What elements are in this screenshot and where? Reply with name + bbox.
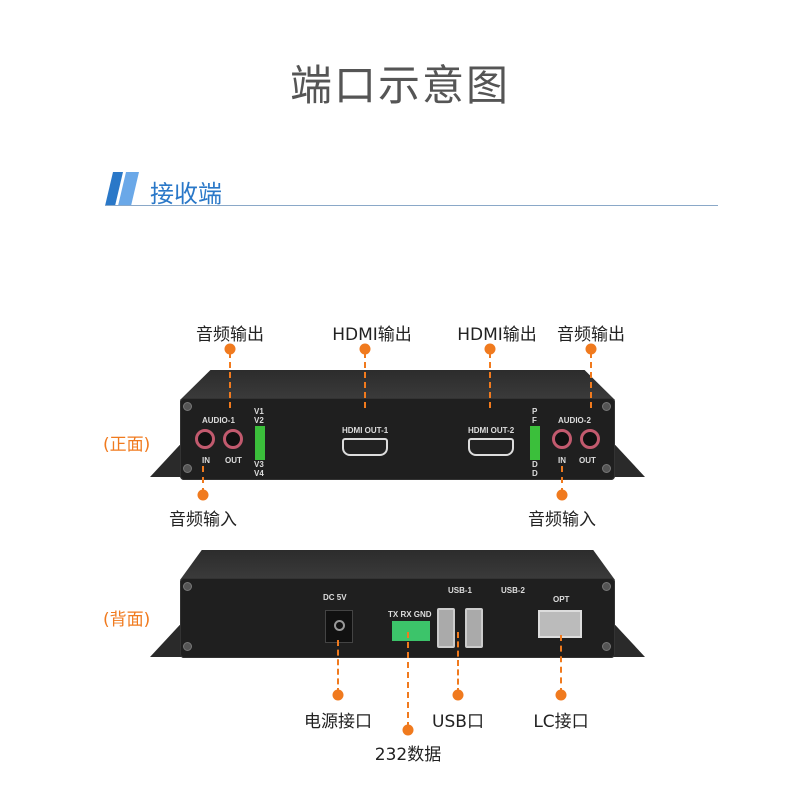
callout-hdmi-out-2: HDMI输出 [457, 325, 537, 345]
callout-dot [332, 689, 344, 701]
v2-label: V2 [254, 416, 264, 425]
audio2-out-jack [580, 429, 600, 449]
callout-line [229, 352, 231, 408]
front-side-label: (正面) [103, 435, 151, 455]
v3-label: V3 [254, 460, 264, 469]
audio1-out-jack [223, 429, 243, 449]
callout-line [489, 352, 491, 408]
out-label: OUT [225, 456, 242, 465]
audio1-label: AUDIO-1 [202, 416, 235, 425]
dc-power-jack [325, 610, 353, 643]
front-panel: AUDIO-1 IN OUT V1 V2 V3 V4 HDMI OUT-1 HD… [180, 398, 615, 480]
callout-line [590, 352, 592, 408]
hdmi1-label: HDMI OUT-1 [342, 426, 389, 435]
callout-audio-out-2: 音频输出 [557, 325, 625, 345]
callout-line [364, 352, 366, 408]
callout-dot [585, 343, 597, 355]
usb-port-2 [465, 608, 483, 648]
callout-line [560, 635, 562, 694]
callout-line [202, 466, 204, 494]
p-label: P [532, 407, 538, 416]
in-label: IN [202, 456, 210, 465]
f-label: F [532, 416, 537, 425]
callout-dot [402, 724, 414, 736]
usb2-label: USB-2 [501, 586, 526, 595]
audio1-in-jack [195, 429, 215, 449]
rs232-terminal [392, 621, 430, 641]
v4-label: V4 [254, 469, 264, 478]
device-top [180, 370, 615, 400]
lc-optical-port [538, 610, 582, 638]
callout-dot [555, 689, 567, 701]
callout-line [407, 632, 409, 728]
section-title: 接收端 [150, 180, 222, 208]
out-label: OUT [579, 456, 596, 465]
screw-icon [183, 402, 192, 411]
callout-dot [359, 343, 371, 355]
back-panel: DC 5V TX RX GND USB-1 USB-2 OPT [180, 578, 615, 658]
callout-dot [556, 489, 568, 501]
callout-rs232: 232数据 [374, 745, 442, 765]
callout-dot [484, 343, 496, 355]
v1-label: V1 [254, 407, 264, 416]
screw-icon [602, 402, 611, 411]
section-bar-icon [105, 172, 139, 206]
opt-label: OPT [553, 595, 570, 604]
screw-icon [183, 642, 192, 651]
hdmi-out-2-port [468, 438, 514, 456]
screw-icon [602, 464, 611, 473]
screw-icon [183, 464, 192, 473]
callout-audio-in-2: 音频输入 [528, 510, 596, 530]
screw-icon [183, 582, 192, 591]
dc-label: DC 5V [323, 593, 347, 602]
hdmi-out-1-port [342, 438, 388, 456]
page-title: 端口示意图 [289, 61, 510, 110]
callout-dot [197, 489, 209, 501]
in-label: IN [558, 456, 566, 465]
led-strip [255, 426, 265, 460]
back-side-label: (背面) [103, 610, 151, 630]
usb-port-1 [437, 608, 455, 648]
callout-power: 电源接口 [304, 712, 372, 732]
callout-line [337, 640, 339, 694]
hdmi2-label: HDMI OUT-2 [468, 426, 515, 435]
device-top [180, 550, 615, 580]
callout-line [561, 466, 563, 494]
screw-icon [602, 582, 611, 591]
callout-audio-out-1: 音频输出 [196, 325, 264, 345]
led-strip [530, 426, 540, 460]
serial-label: TX RX GND [388, 610, 432, 619]
d-label: D [532, 460, 538, 469]
d-label: D [532, 469, 538, 478]
section-divider [105, 205, 718, 206]
usb1-label: USB-1 [448, 586, 473, 595]
audio2-in-jack [552, 429, 572, 449]
callout-usb: USB口 [432, 712, 484, 732]
callout-audio-in-1: 音频输入 [169, 510, 237, 530]
callout-lc: LC接口 [533, 712, 589, 732]
callout-hdmi-out-1: HDMI输出 [332, 325, 412, 345]
audio2-label: AUDIO-2 [558, 416, 591, 425]
screw-icon [602, 642, 611, 651]
callout-line [457, 632, 459, 694]
callout-dot [224, 343, 236, 355]
callout-dot [452, 689, 464, 701]
